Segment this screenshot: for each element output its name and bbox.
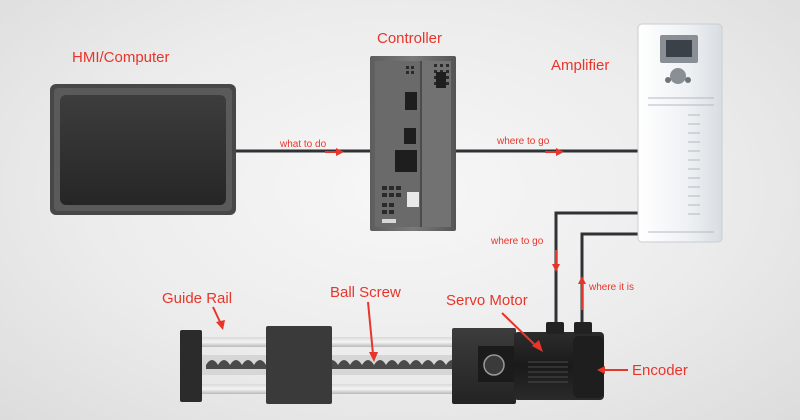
controller-unit — [370, 56, 456, 231]
cable-amplifier-motor — [554, 211, 640, 326]
label-hmi-computer: HMI/Computer — [72, 49, 170, 66]
label-guide-rail: Guide Rail — [162, 290, 233, 307]
linear-stage — [180, 326, 516, 404]
label-controller: Controller — [377, 30, 443, 47]
label-ball-screw: Ball Screw — [330, 284, 401, 301]
label-encoder: Encoder — [632, 362, 688, 379]
carriage — [266, 326, 332, 404]
servo-motor — [514, 322, 604, 400]
hmi-monitor — [50, 84, 236, 215]
pointer-servo-motor — [501, 312, 537, 347]
pointer-ball-screw — [367, 301, 374, 355]
guide-rail-bottom — [202, 384, 470, 394]
amplifier-unit — [637, 23, 723, 243]
pointer-arrows — [212, 148, 628, 374]
signal-what-to-do: what to do — [280, 139, 327, 150]
amplifier-display — [666, 40, 692, 57]
guide-rail-top — [202, 337, 470, 347]
signal-where-it-is: where it is — [589, 282, 635, 293]
cable-encoder-amplifier — [580, 232, 640, 326]
label-servo-motor: Servo Motor — [446, 292, 528, 309]
pointer-guide-rail — [212, 306, 222, 325]
hmi-screen — [60, 95, 226, 205]
signal-where-to-go-top: where to go — [497, 136, 550, 147]
label-amplifier: Amplifier — [551, 57, 610, 74]
signal-where-to-go-side: where to go — [491, 236, 544, 247]
encoder-unit — [573, 336, 604, 398]
